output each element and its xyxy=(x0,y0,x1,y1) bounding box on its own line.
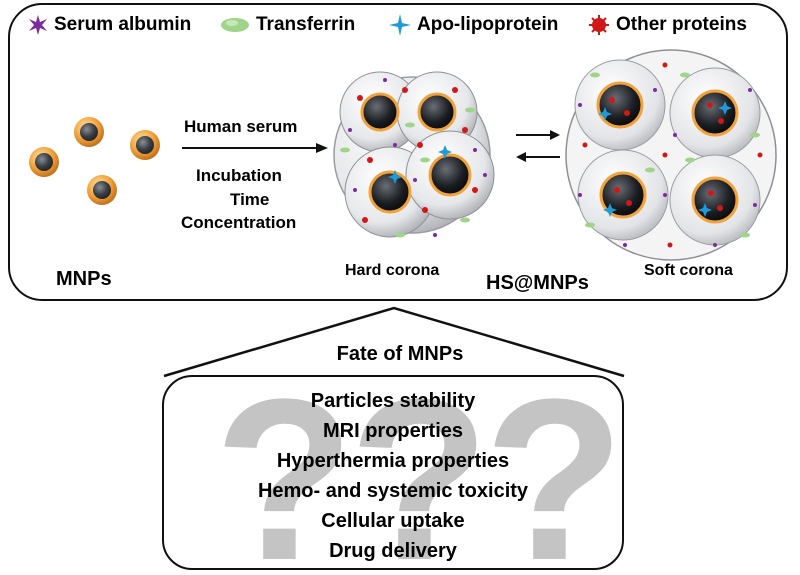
nanoparticle xyxy=(29,147,59,177)
fate-title: Fate of MNPs xyxy=(336,343,464,365)
legend-label: Apo-lipoprotein xyxy=(417,14,559,35)
legend-label: Other proteins xyxy=(616,14,747,35)
star-icon xyxy=(29,15,47,35)
concentration-label: Concentration xyxy=(181,213,297,232)
question-mark: ? xyxy=(214,375,355,570)
legend-other-proteins: Other proteins xyxy=(588,14,747,36)
fate-triangle xyxy=(163,306,625,378)
question-mark: ? xyxy=(349,375,490,570)
legend-label: Transferrin xyxy=(256,14,356,35)
fate-box: ? ? ? Particles stability MRI properties… xyxy=(162,375,624,570)
corona-formation-panel xyxy=(8,3,788,301)
sparkle-icon xyxy=(389,14,411,36)
equilibrium-arrows xyxy=(516,130,560,162)
legend-transferrin: Transferrin xyxy=(220,14,355,36)
mnps-label: MNPs xyxy=(56,268,112,290)
ellipse-icon xyxy=(221,18,249,32)
question-mark: ? xyxy=(484,375,624,570)
fate-item-hyperthermia-properties: Hyperthermia properties xyxy=(276,450,510,472)
fate-item-drug-delivery: Drug delivery xyxy=(329,540,457,562)
human-serum-label: Human serum xyxy=(184,117,298,136)
nanoparticle xyxy=(87,175,117,205)
incubation-label: Incubation xyxy=(196,166,282,185)
soft-corona-label: Soft corona xyxy=(644,262,733,279)
spiky-ball-icon xyxy=(589,15,609,35)
fate-item-cellular-uptake: Cellular uptake xyxy=(321,510,465,532)
nanoparticle xyxy=(74,117,104,147)
nanoparticle xyxy=(130,130,160,160)
fate-item-mri-properties: MRI properties xyxy=(322,420,464,442)
fate-item-toxicity: Hemo- and systemic toxicity xyxy=(257,480,529,502)
incubation-arrow xyxy=(182,143,328,153)
fate-item-particles-stability: Particles stability xyxy=(310,390,476,412)
hard-corona-label: Hard corona xyxy=(345,262,440,279)
soft-corona-cluster xyxy=(565,49,777,261)
legend-label: Serum albumin xyxy=(54,14,192,35)
hs-mnps-label: HS@MNPs xyxy=(486,272,589,294)
legend-apo-lipoprotein: Apo-lipoprotein xyxy=(389,14,558,36)
hard-corona-cluster xyxy=(333,71,495,238)
time-label: Time xyxy=(230,190,270,209)
legend-serum-albumin: Serum albumin xyxy=(28,14,191,36)
